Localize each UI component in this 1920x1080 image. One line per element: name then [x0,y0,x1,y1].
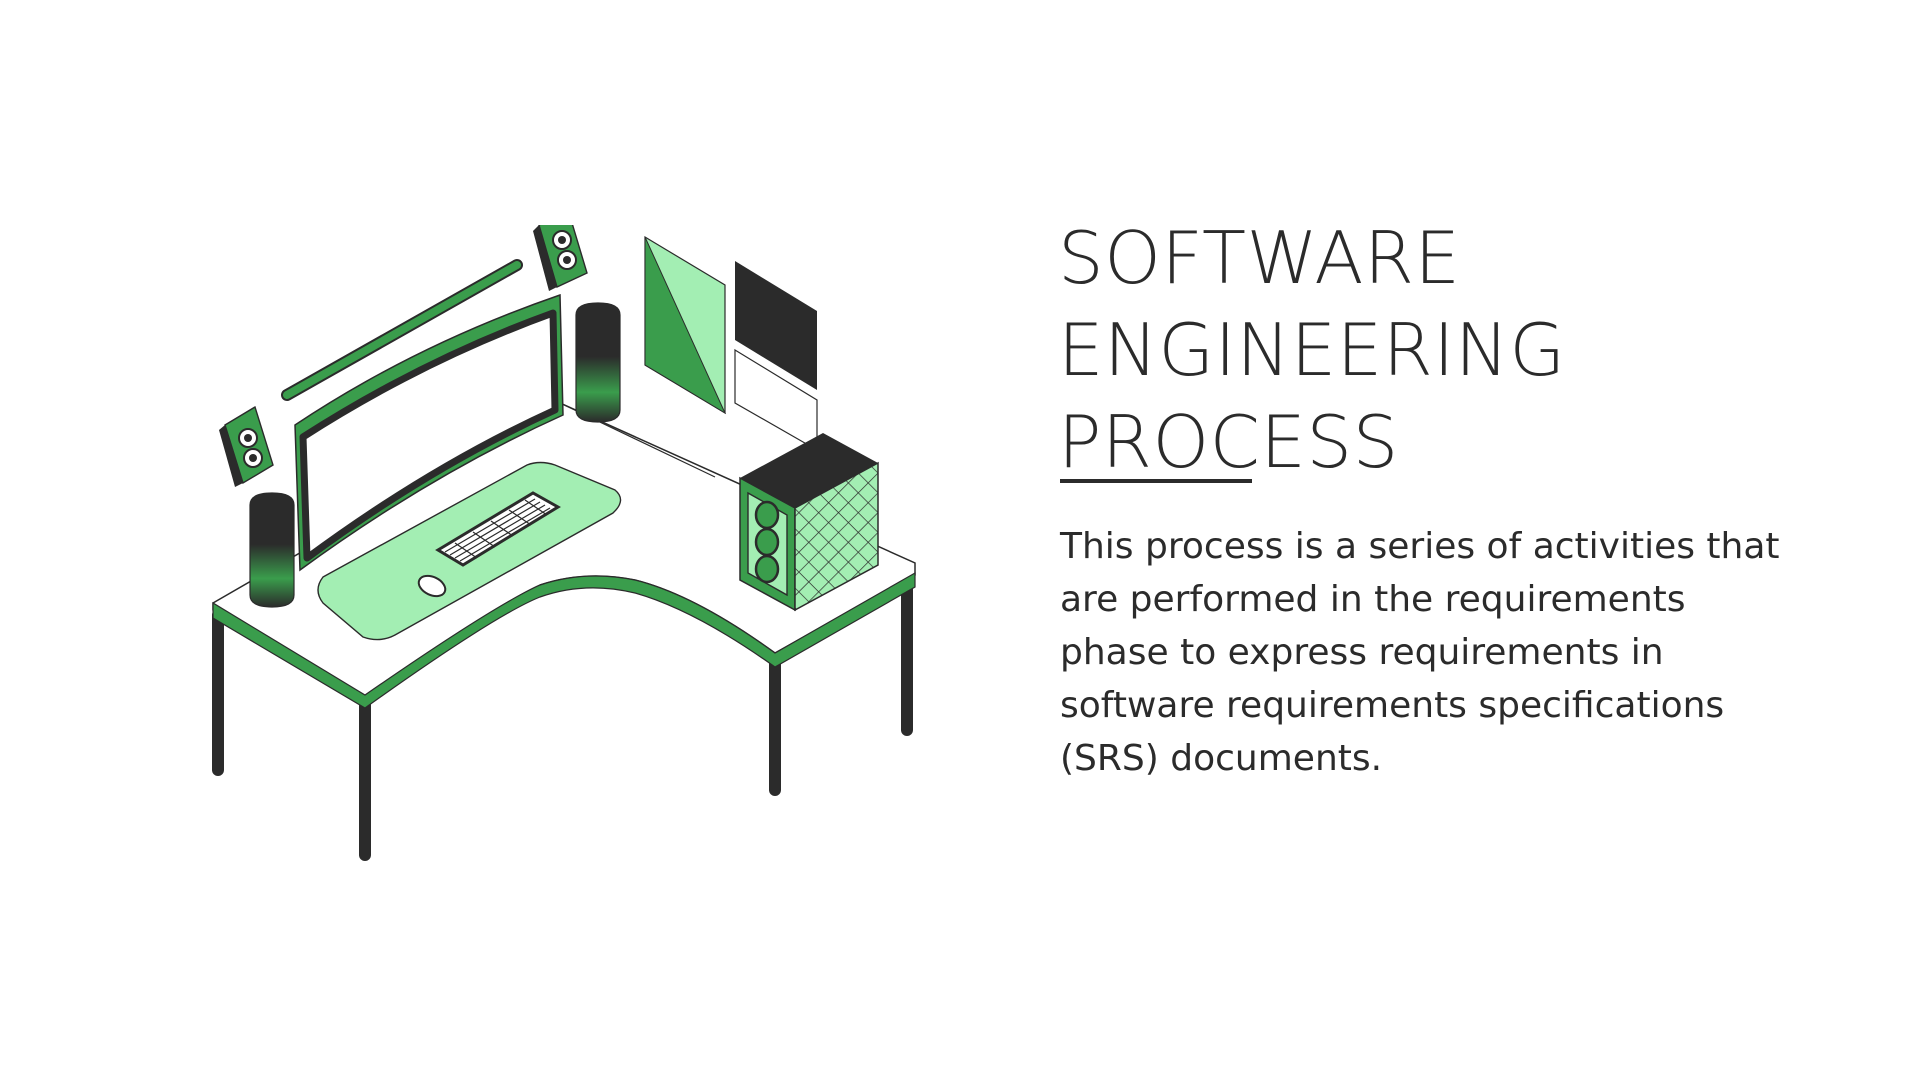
speaker-icon [219,405,274,487]
lamp-icon [249,492,295,608]
lamp-icon [575,302,621,423]
desk-legs [212,564,913,861]
title-underline [1060,479,1252,483]
mouse-icon [417,574,447,598]
title-line-2: ENGINEERING [1058,308,1566,392]
title-line-3: PROCESS [1058,400,1399,484]
wall-art-icon [644,235,818,452]
page-title: SOFTWARE ENGINEERING PROCESS [1058,212,1838,488]
keyboard-icon [435,491,561,567]
light-bar-icon [281,259,523,401]
description-text: This process is a series of activities t… [1060,526,1780,779]
speaker-icon [533,225,588,291]
title-line-1: SOFTWARE [1058,216,1461,300]
desk-workstation-illustration [212,225,916,861]
pc-tower-icon [739,433,879,612]
curved-monitor-icon [294,293,564,572]
